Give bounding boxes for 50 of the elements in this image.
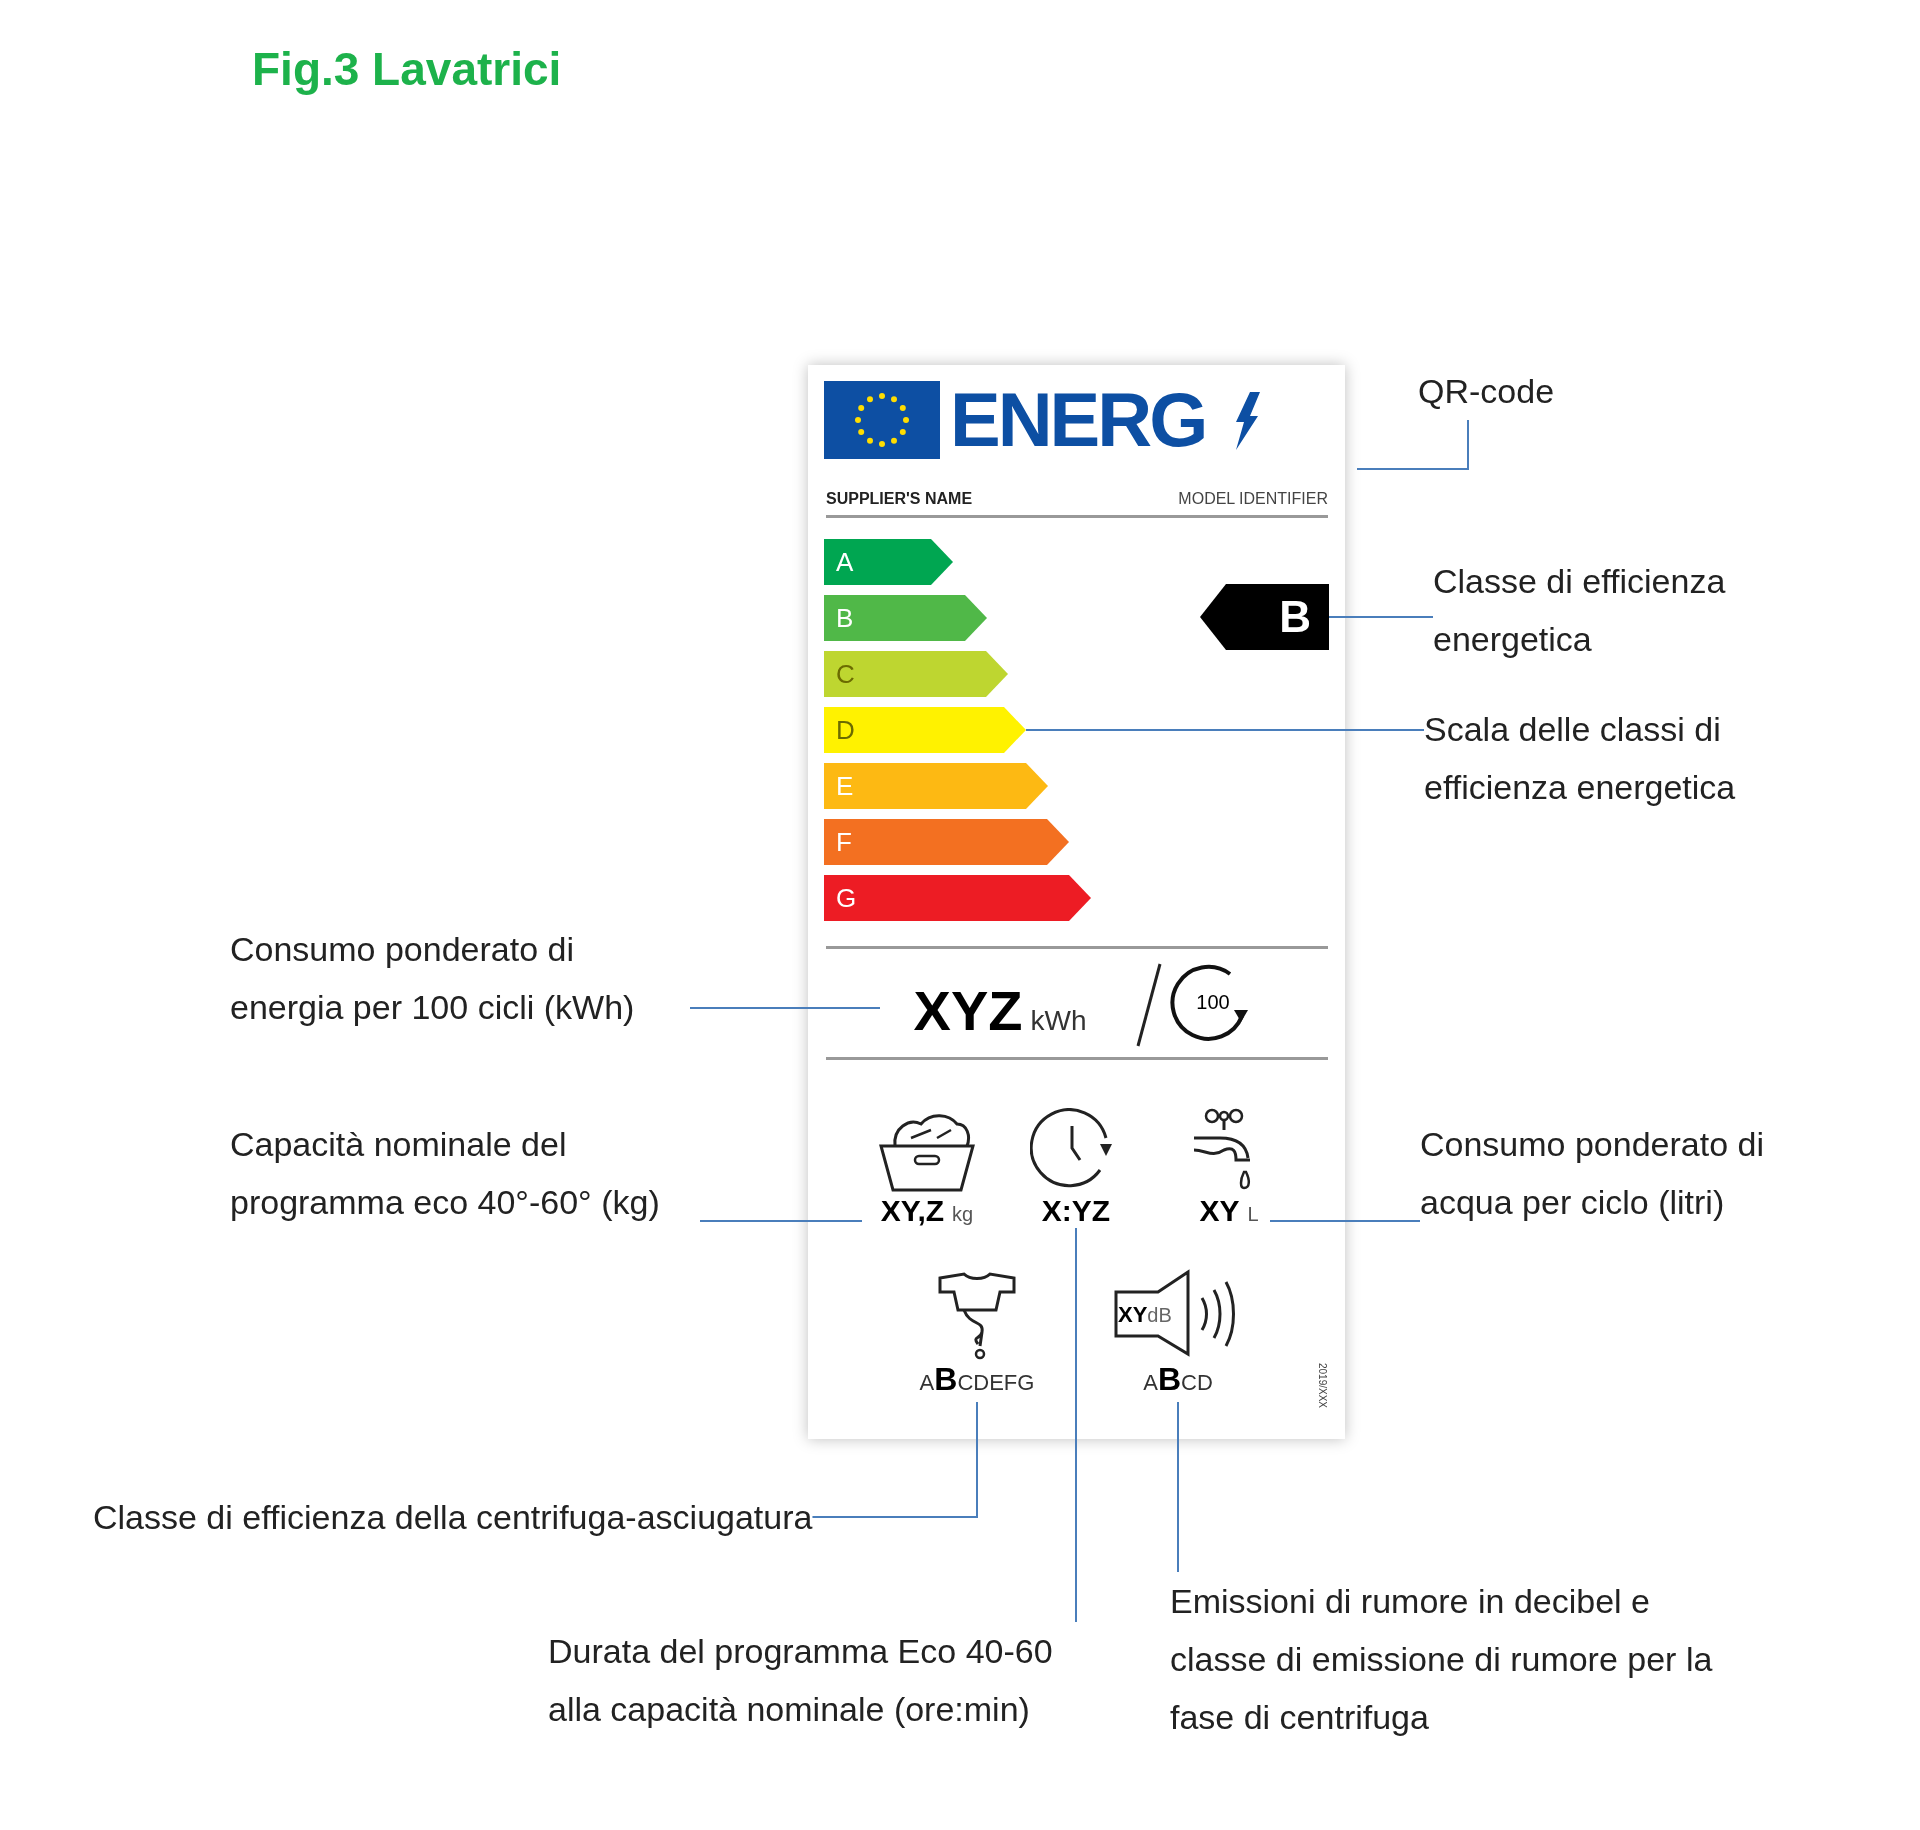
- energy-class-bar: [824, 875, 1091, 921]
- unit-text: kWh: [1030, 1005, 1087, 1037]
- value-text: X:YZ: [1041, 1194, 1111, 1228]
- callout-text: Consumo ponderato di acqua per ciclo (litri): [1420, 1115, 1830, 1231]
- value-text: XYdB: [1118, 1302, 1172, 1328]
- callout-text: Durata del programma Eco 40-60 alla capacità nominale (ore:min): [548, 1622, 1078, 1738]
- value-text: XY: [1199, 1194, 1240, 1228]
- class-letter: C: [836, 658, 855, 691]
- leader-line: [689, 1007, 881, 1009]
- leader-line: [1328, 616, 1434, 618]
- callout-text: Capacità nominale del programma eco 40°-60° (kg): [230, 1115, 700, 1231]
- class-letter: G: [836, 882, 857, 915]
- callout-text: Classe di efficienza della centrifuga-asciugatura: [93, 1488, 813, 1546]
- class-letter: F: [836, 826, 852, 859]
- value-text: XY,Z: [880, 1194, 945, 1228]
- energy-class-bar: [824, 763, 1048, 809]
- label-text: MODEL IDENTIFIER: [1177, 490, 1328, 508]
- leader-line: [1177, 1401, 1179, 1573]
- energy-class-bar: [824, 651, 1008, 697]
- class-letter: B: [836, 602, 854, 635]
- label-heading: ENERG: [950, 376, 1206, 464]
- energy-class-bar: [824, 595, 987, 641]
- callout-text: QR-code: [1418, 362, 1555, 420]
- callout-text: Consumo ponderato di energia per 100 cicli (kWh): [230, 920, 690, 1036]
- value-text: 100: [1195, 991, 1231, 1014]
- class-letter: A: [836, 546, 854, 579]
- rating-marker: [1200, 584, 1329, 650]
- energy-class-bar: [824, 707, 1026, 753]
- callout-text: Emissioni di rumore in decibel e classe di emissione di rumore per la fase di centrifuga: [1170, 1572, 1718, 1746]
- unit-text: kg: [952, 1203, 974, 1226]
- leader-line: [1025, 729, 1425, 731]
- class-letter: B: [1279, 591, 1311, 643]
- label-text: 2019/XXX: [1317, 1363, 1328, 1408]
- unit-text: L: [1247, 1203, 1259, 1226]
- class-scale-text: ABCD: [1143, 1360, 1213, 1399]
- energy-class-bar: [824, 539, 953, 585]
- leader-line: [699, 1220, 863, 1222]
- energy-class-bar: [824, 819, 1069, 865]
- leader-line: [1269, 1220, 1421, 1222]
- leader-line: [811, 1401, 978, 1518]
- figure-title: Fig.3 Lavatrici: [252, 42, 562, 96]
- callout-text: Scala delle classi di efficienza energetica: [1424, 700, 1794, 816]
- class-letter: D: [836, 714, 855, 747]
- label-text: SUPPLIER'S NAME: [826, 490, 973, 508]
- callout-text: Classe di efficienza energetica: [1433, 552, 1778, 668]
- value-text: XYZ: [913, 978, 1023, 1043]
- class-scale-text: ABCDEFG: [919, 1360, 1035, 1399]
- class-letter: E: [836, 770, 854, 803]
- leader-line: [1356, 419, 1469, 470]
- leader-line: [1075, 1227, 1077, 1623]
